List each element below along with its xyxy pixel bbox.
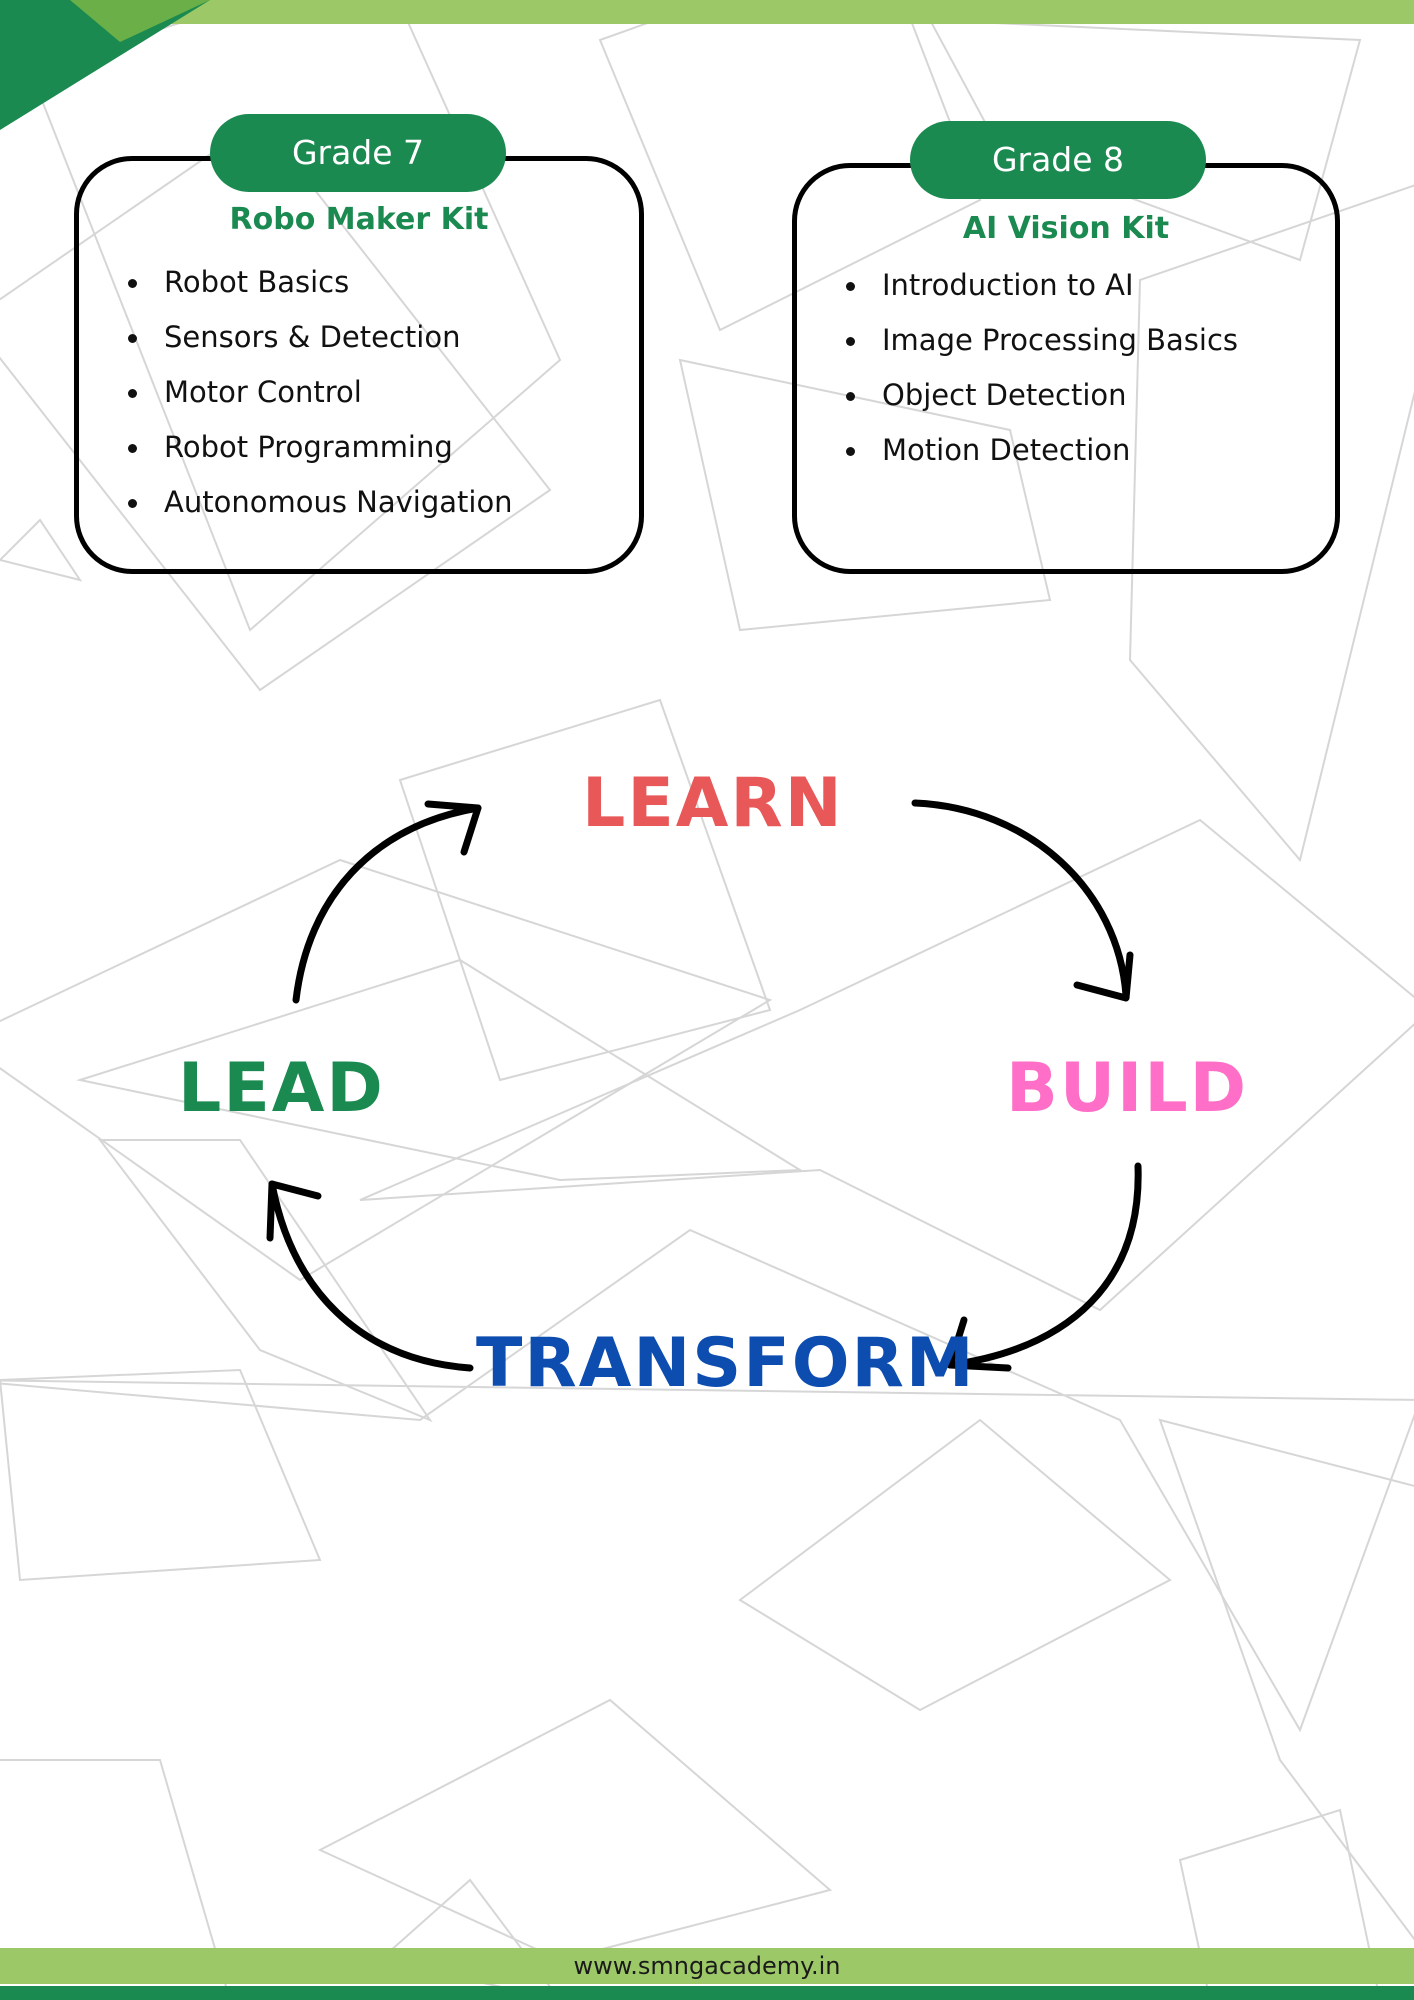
grade-8-topics: Introduction to AI Image Processing Basi… [846,258,1238,478]
topic-item: Robot Basics [128,255,513,310]
website-link[interactable]: www.smngacademy.in [573,1952,841,1980]
curved-arrow-icon [292,800,482,1004]
topic-item: Object Detection [846,368,1238,423]
topic-item: Motor Control [128,365,513,420]
topic-item: Image Processing Basics [846,313,1238,368]
topic-item: Introduction to AI [846,258,1238,313]
curved-arrow-icon [946,1162,1142,1372]
footer-bottom-strip [0,1986,1414,2000]
topic-item: Autonomous Navigation [128,475,513,530]
transform-label: TRANSFORM [476,1324,976,1403]
grade-8-badge: Grade 8 [910,121,1206,199]
topic-item: Motion Detection [846,423,1238,478]
footer-bar [0,1948,1414,1984]
grade-7-badge: Grade 7 [210,114,506,192]
learn-label: LEARN [582,764,844,843]
corner-decoration [0,0,210,130]
top-accent-bar [0,0,1414,24]
ai-vision-kit-title: AI Vision Kit [962,211,1170,246]
grade-7-topics: Robot Basics Sensors & Detection Motor C… [128,255,513,530]
robo-maker-kit-title: Robo Maker Kit [229,202,489,237]
build-label: BUILD [1006,1049,1249,1128]
lead-label: LEAD [178,1049,385,1128]
topic-item: Robot Programming [128,420,513,475]
curved-arrow-icon [266,1180,474,1372]
topic-item: Sensors & Detection [128,310,513,365]
curved-arrow-icon [911,799,1134,1002]
